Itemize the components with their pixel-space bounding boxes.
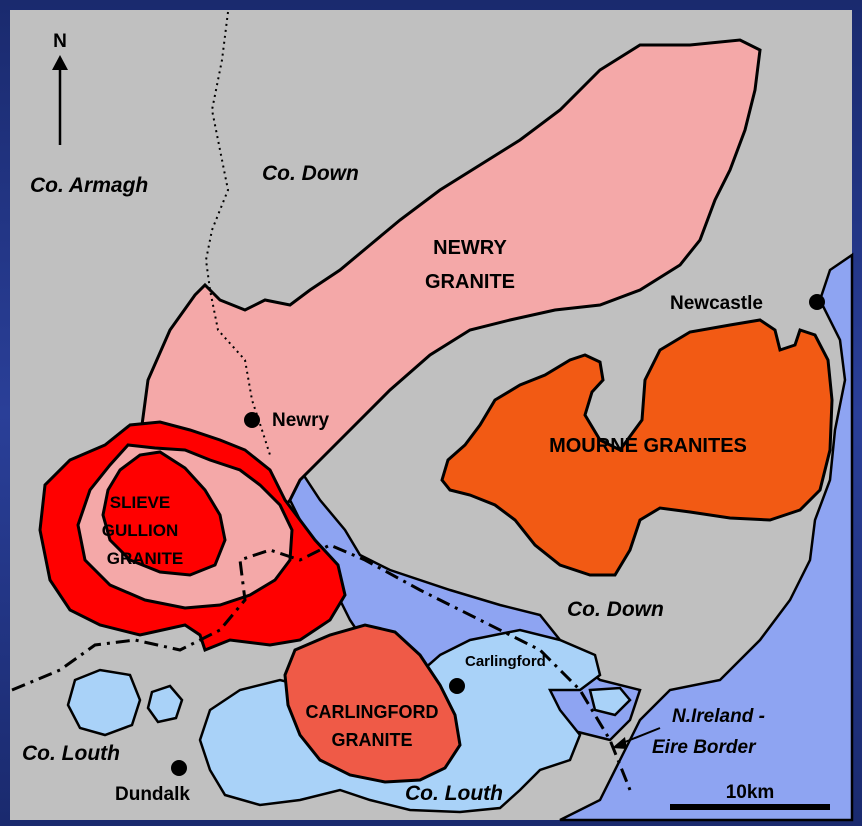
- slieve-gullion-label-1: SLIEVE: [110, 493, 170, 512]
- international-border: [11, 543, 632, 791]
- county-armagh: Co. Armagh: [30, 174, 148, 197]
- slieve-gullion-label-2: GULLION: [102, 521, 179, 540]
- town-carlingford-dot: [449, 678, 465, 694]
- county-down-north: Co. Down: [262, 162, 359, 185]
- town-newcastle: Newcastle: [670, 293, 763, 314]
- scale-bar-label: 10km: [726, 782, 775, 803]
- lake-west: [66, 668, 142, 737]
- carlingford-granite-label-1: CARLINGFORD: [306, 702, 439, 722]
- town-newcastle-dot: [809, 294, 825, 310]
- lough-east: [588, 686, 632, 717]
- county-louth-south: Co. Louth: [405, 782, 503, 805]
- mourne-granites: [440, 318, 834, 577]
- sea: [559, 252, 854, 822]
- carlingford-granite-label-2: GRANITE: [332, 730, 413, 750]
- border-label-2: Eire Border: [652, 737, 757, 758]
- newry-granite-label-2: GRANITE: [425, 271, 515, 293]
- north-label: N: [53, 31, 67, 52]
- lake-mid: [146, 684, 184, 724]
- border-pointer-head: [612, 737, 627, 749]
- newry-granite-label-1: NEWRY: [433, 237, 507, 259]
- slieve-gullion-core: [101, 450, 227, 577]
- border-label-1: N.Ireland -: [672, 706, 765, 727]
- county-louth-west: Co. Louth: [22, 742, 120, 765]
- north-arrow-head: [52, 55, 68, 70]
- county-down-south: Co. Down: [567, 598, 664, 621]
- town-carlingford: Carlingford: [465, 653, 546, 670]
- slieve-gullion-label-3: GRANITE: [107, 549, 184, 568]
- town-dundalk-dot: [171, 760, 187, 776]
- carlingford-granite: [283, 623, 462, 784]
- mourne-granites-label: MOURNE GRANITES: [549, 435, 747, 457]
- town-newry: Newry: [272, 410, 329, 431]
- town-newry-dot: [244, 412, 260, 428]
- border-pointer: [619, 727, 661, 745]
- town-dundalk: Dundalk: [115, 784, 190, 805]
